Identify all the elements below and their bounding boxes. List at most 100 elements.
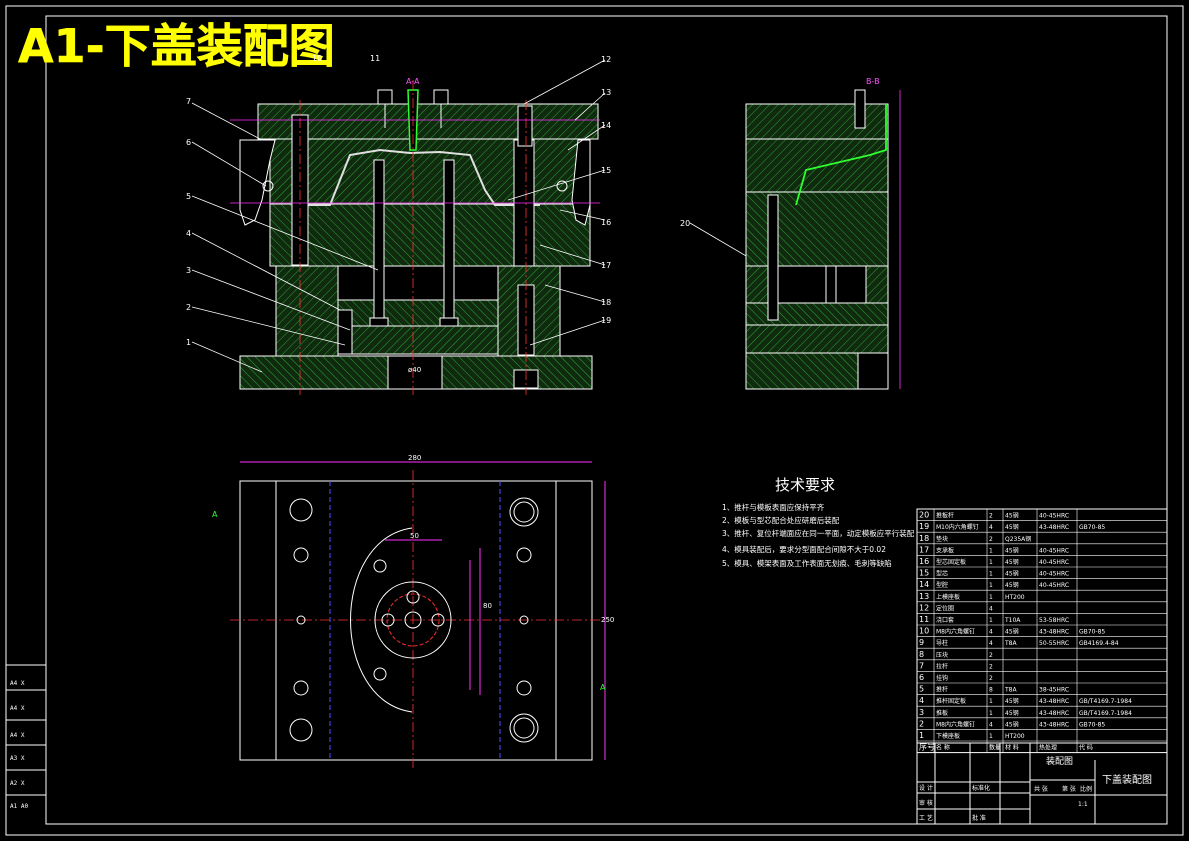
bom-cell-name: 支承板	[936, 546, 954, 554]
tb-label-scale: 比例	[1080, 785, 1092, 793]
bom-cell-name: 导柱	[936, 639, 948, 647]
bom-cell-qty: 4	[989, 605, 993, 612]
dim-80: 80	[483, 602, 492, 610]
callout-2: 2	[186, 303, 191, 312]
bom-cell-heat: 43-48HRC	[1039, 629, 1069, 636]
tb-label-std: 标准化	[972, 784, 990, 792]
tech-heading: 技术要求	[775, 476, 835, 494]
bom-cell-std: GB/T4169.7-1984	[1079, 710, 1132, 717]
bom-cell-no: 14	[919, 580, 929, 589]
bom-header-qty: 数量	[989, 744, 1001, 752]
bom-cell-no: 8	[919, 650, 924, 659]
bom-cell-no: 20	[919, 511, 929, 520]
dim-280: 280	[408, 454, 421, 462]
margin-2: A4 X	[10, 705, 25, 712]
callout-19: 19	[601, 316, 611, 325]
bom-cell-qty: 2	[989, 652, 993, 659]
tech-item-3: 3、推杆、复位杆端面应在同一平面，动定模板应平行装配	[722, 528, 915, 538]
tech-item-1: 1、推杆与模板表面应保持平齐	[722, 502, 825, 512]
bom-cell-heat: 40-45HRC	[1039, 559, 1069, 566]
bom-cell-heat: 40-45HRC	[1039, 513, 1069, 520]
bom-cell-qty: 1	[989, 571, 993, 578]
section-view-bb: B-B	[745, 77, 901, 390]
bom-cell-no: 7	[919, 661, 924, 670]
section-view-aa: ø40 A-A	[230, 77, 600, 395]
callout-20: 20	[680, 219, 690, 228]
bom-cell-mat: Q235A钢	[1005, 535, 1031, 543]
bom-cell-heat: 38-45HRC	[1039, 687, 1069, 694]
bom-cell-std: GB/T4169.7-1984	[1079, 698, 1132, 705]
bom-header-mat: 材 料	[1005, 744, 1019, 752]
bom-cell-heat: 50-55HRC	[1039, 640, 1069, 647]
tb-label-sheet: 第 张	[1062, 785, 1076, 793]
bom-cell-heat: 40-45HRC	[1039, 571, 1069, 578]
bom-cell-name: M10内六角螺钉	[936, 523, 979, 531]
bom-cell-mat: 45钢	[1005, 720, 1019, 728]
bom-cell-qty: 2	[989, 536, 993, 543]
plan-view: 280 250 50 80 A A	[212, 454, 614, 770]
bom-cell-no: 12	[919, 603, 929, 612]
bom-cell-name: 垫块	[936, 535, 948, 543]
bom-cell-heat: 40-45HRC	[1039, 582, 1069, 589]
tb-title: 装配图	[1046, 755, 1073, 767]
bom-cell-no: 5	[919, 685, 924, 694]
callout-3: 3	[186, 266, 191, 275]
bom-header-no: 序号	[919, 742, 935, 752]
callout-13: 13	[601, 88, 611, 97]
bom-cell-qty: 4	[989, 629, 993, 636]
bom-cell-name: 推杆	[936, 686, 948, 694]
bom-cell-qty: 1	[989, 698, 993, 705]
bom-frame	[916, 508, 1168, 754]
tb-label-sheets: 共 张	[1034, 785, 1048, 793]
margin-6: A1 A0	[10, 803, 28, 810]
callout-10: 10	[312, 54, 322, 63]
bom-cell-name: M8内六角螺钉	[936, 628, 975, 636]
bom-cell-no: 18	[919, 534, 929, 543]
bom-cell-name: 推杆固定板	[936, 697, 966, 705]
left-margin-stamps: A4 X A4 X A4 X A3 X A2 X A1 A0	[6, 664, 46, 810]
bom-cell-mat: 45钢	[1005, 523, 1019, 531]
bom-cell-no: 16	[919, 557, 929, 566]
bom-cell-qty: 1	[989, 733, 993, 740]
bom-cell-heat: 43-48HRC	[1039, 524, 1069, 531]
bom-cell-name: 拉杆	[936, 662, 948, 670]
bom-cell-name: 型芯	[936, 570, 948, 578]
dim-50: 50	[410, 532, 419, 540]
bom-cell-no: 6	[919, 673, 924, 682]
bom-cell-std: GB70-85	[1079, 721, 1105, 728]
bom-cell-mat: HT200	[1005, 733, 1025, 740]
tb-label-approve: 批 准	[972, 814, 986, 822]
bom-cell-heat: 53-58HRC	[1039, 617, 1069, 624]
bom-cell-mat: HT200	[1005, 594, 1025, 601]
tb-name: 下盖装配图	[1102, 773, 1152, 786]
bom-cell-mat: 45钢	[1005, 546, 1019, 554]
bom-cell-name: 上模座板	[936, 593, 960, 601]
margin-3: A4 X	[10, 732, 25, 739]
callouts: 1 2 3 4 5 6 7 10 11 12 13 14 15 16 17 18…	[186, 54, 690, 347]
bom-cell-no: 9	[919, 638, 924, 647]
bom-cell-name: 定位圈	[936, 604, 954, 612]
dim-d40: ø40	[408, 366, 421, 374]
bom-cell-no: 10	[919, 627, 929, 636]
bom-cell-qty: 1	[989, 617, 993, 624]
bom-cell-std: GB70-85	[1079, 629, 1105, 636]
bom-header-heat: 热处理	[1039, 744, 1057, 752]
bom-cell-no: 4	[919, 696, 924, 705]
bom-cell-mat: 45钢	[1005, 709, 1019, 717]
bom-cell-mat: 45钢	[1005, 581, 1019, 589]
bom-cell-no: 19	[919, 522, 929, 531]
margin-1: A4 X	[10, 680, 25, 687]
section-mark-a-left: A	[212, 510, 218, 519]
margin-5: A2 X	[10, 780, 25, 787]
bom-cell-mat: T10A	[1004, 617, 1021, 624]
bom-cell-name: 型芯固定板	[936, 558, 966, 566]
callout-5: 5	[186, 192, 191, 201]
bom-cell-no: 3	[919, 708, 924, 717]
callout-17: 17	[601, 261, 611, 270]
tb-label-review: 审 核	[919, 799, 933, 807]
tb-label-process: 工 艺	[919, 814, 933, 822]
bom-cell-name: 下模座板	[936, 732, 960, 740]
bom-cell-qty: 8	[989, 687, 993, 694]
